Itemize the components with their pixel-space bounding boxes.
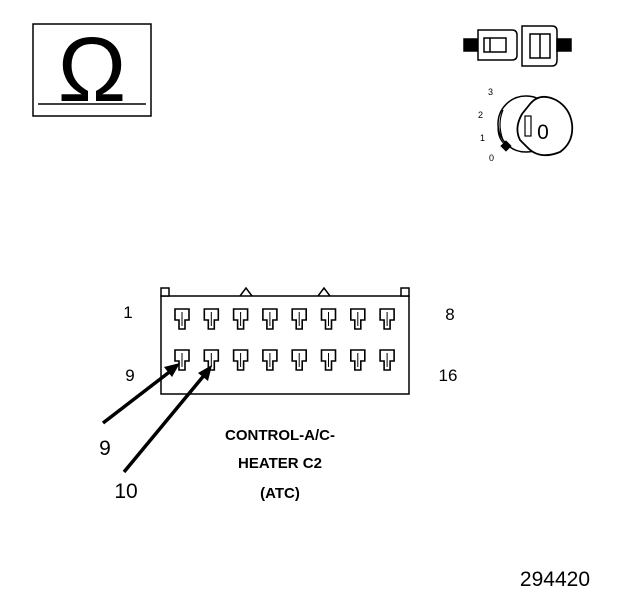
connector-caption-line-1: CONTROL-A/C- — [225, 427, 335, 444]
disconnect-connector-icon — [463, 25, 572, 67]
ohm-icon: Ω — [58, 19, 127, 121]
figure-number: 294420 — [520, 568, 590, 591]
pin-label-9: 9 — [125, 366, 134, 385]
pin-row-top — [174, 308, 395, 330]
key-position-label: 0 — [537, 121, 549, 144]
key-position-0: 0 — [489, 153, 494, 163]
ignition-key-icon: 0 3 2 1 0 — [478, 87, 574, 163]
callout-9: 9 — [99, 437, 111, 460]
key-position-1: 1 — [480, 133, 485, 143]
callout-arrows — [101, 363, 212, 474]
callout-10: 10 — [114, 480, 137, 503]
connector-caption-line-2: HEATER C2 — [238, 455, 322, 472]
connector-c2 — [160, 286, 410, 395]
pin-row-bottom — [174, 349, 395, 371]
key-position-2: 2 — [478, 110, 483, 120]
pin-label-8: 8 — [445, 305, 454, 324]
connector-caption-line-3: (ATC) — [260, 485, 300, 502]
pin-label-16: 16 — [439, 366, 458, 385]
key-position-3: 3 — [488, 87, 493, 97]
ohmmeter-symbol: Ω — [32, 19, 152, 121]
pin-label-1: 1 — [123, 303, 132, 322]
